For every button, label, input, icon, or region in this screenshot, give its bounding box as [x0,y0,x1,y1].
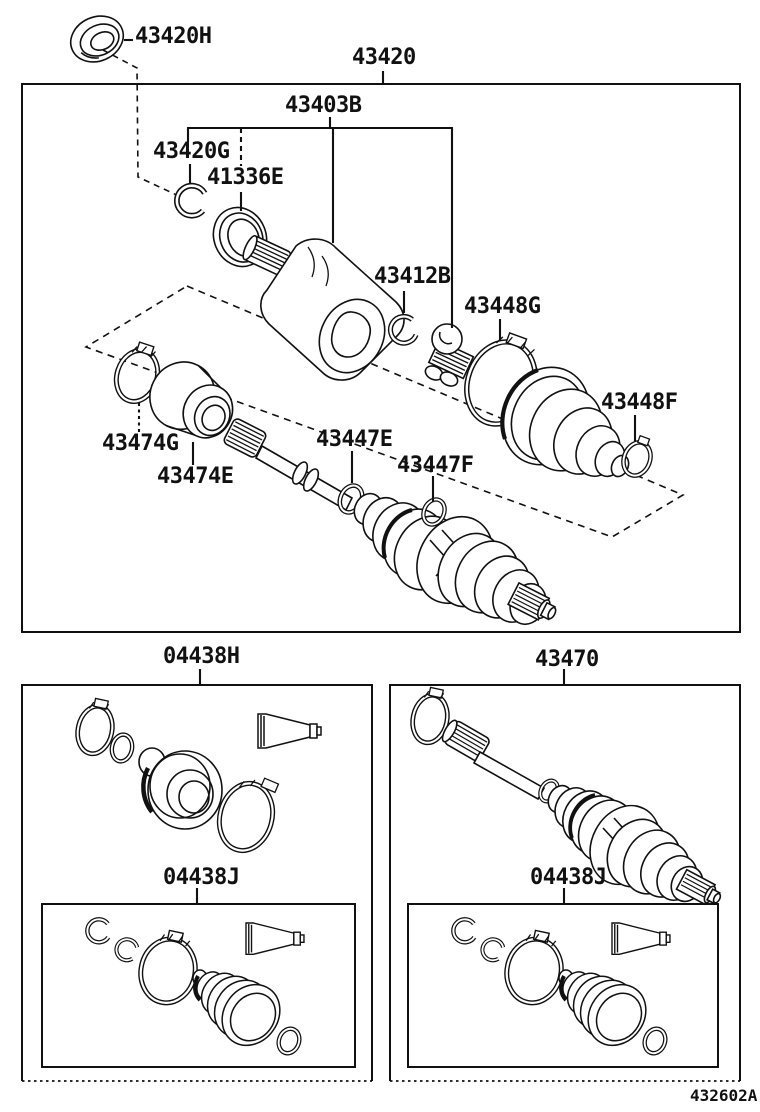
figure-code: 432602A [690,1086,758,1105]
label-04438J-right[interactable]: 04438J [530,865,607,890]
label-43420[interactable]: 43420 [352,45,416,70]
seal-43420H-drawing [69,15,125,63]
kit-04438J-right-contents [453,919,670,1056]
label-43447E[interactable]: 43447E [316,427,393,452]
label-43474G[interactable]: 43474G [102,431,179,456]
label-43474E[interactable]: 43474E [157,464,234,489]
label-43412B[interactable]: 43412B [374,264,451,289]
label-41336E[interactable]: 41336E [207,165,284,190]
label-43448F[interactable]: 43448F [601,390,678,415]
inboard-boot-drawing [500,366,630,478]
kit-04438H-box [21,684,373,1082]
kit-04438J-left-box [41,903,356,1068]
label-04438H[interactable]: 04438H [163,644,240,669]
main-assembly-box [21,83,741,633]
axle-shaft-drawing [223,418,354,512]
locator-dashed-leader [102,49,182,198]
clamp-43448F-drawing [621,434,653,478]
boot-kit-dashed-outline [84,285,685,538]
kit-04438J-left-contents [87,919,304,1056]
leader-lines [124,38,637,903]
kit-04438J-right-box [407,903,719,1068]
label-04438J-left[interactable]: 04438J [163,865,240,890]
clamp-43447F-drawing [421,497,447,527]
inner-joint-43403B-drawing [242,234,405,381]
label-43470[interactable]: 43470 [535,647,599,672]
shaft-43470-contents [410,686,722,906]
dust-cover-43474E-drawing [149,361,234,439]
label-43447F[interactable]: 43447F [397,453,474,478]
label-43420G[interactable]: 43420G [153,139,230,164]
label-43448G[interactable]: 43448G [464,294,541,319]
tripod-spider-drawing [424,323,475,387]
outboard-boot-joint-drawing [353,492,557,626]
shaft-43470-box [389,684,741,1082]
kit-04438H-contents [75,697,322,854]
label-43403B[interactable]: 43403B [285,93,362,118]
label-43420H[interactable]: 43420H [135,24,212,49]
snap-ring-43420G-drawing [175,184,206,217]
